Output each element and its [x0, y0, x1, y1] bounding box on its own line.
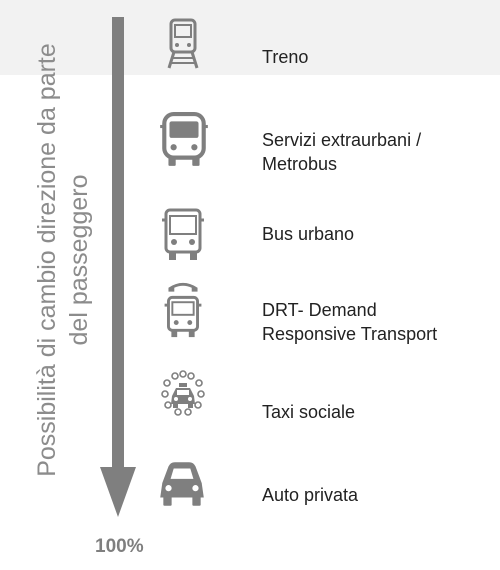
axis-label: Possibilità di cambio direzione da parte… [18, 5, 108, 515]
axis-label-line-2: del passeggero [65, 174, 93, 346]
social-taxi-icon [161, 370, 205, 416]
top-highlight-band [0, 0, 500, 75]
mode-label-drt: DRT- Demand Responsive Transport [262, 300, 438, 344]
percent-label: 100% [95, 536, 144, 557]
car-icon [160, 462, 204, 506]
mode-label-private-car: Auto privata [262, 485, 359, 505]
mode-label-train: Treno [262, 47, 309, 67]
axis-label-line-1: Possibilità di cambio direzione da parte [33, 43, 61, 477]
mode-label-social-taxi: Taxi sociale [262, 402, 356, 422]
train-icon [167, 18, 199, 69]
phone-bus-icon [164, 282, 202, 338]
down-arrow [100, 17, 136, 517]
mode-label-urban-bus: Bus urbano [262, 224, 355, 244]
bus-icon [162, 208, 204, 260]
mode-label-coach: Servizi extraurbani / Metrobus [262, 130, 422, 174]
coach-icon [160, 112, 208, 166]
